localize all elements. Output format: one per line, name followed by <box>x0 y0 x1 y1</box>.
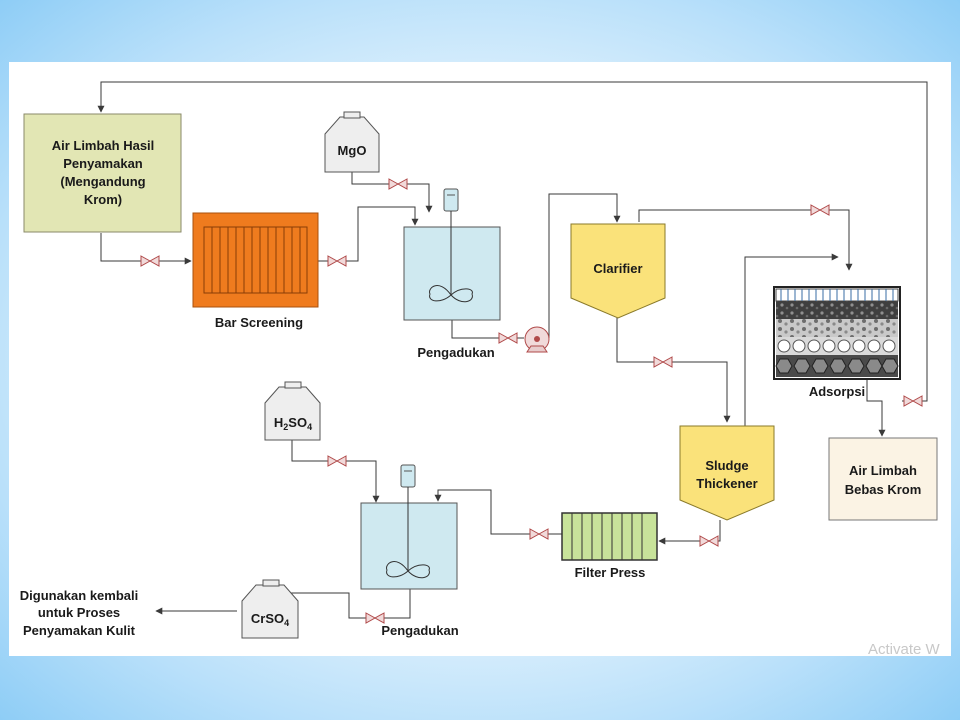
activation-watermark: Activate W <box>868 641 940 658</box>
valve-icon <box>529 528 549 540</box>
adsorption-to-treated-line <box>866 380 886 437</box>
crso4-label: CrSO4 <box>251 611 289 628</box>
h2so4-container: H2SO4 <box>264 381 321 441</box>
filter-press-label: Filter Press <box>575 565 646 580</box>
mixing-tank-bottom: Pengadukan <box>360 464 459 638</box>
valve-icon <box>327 255 347 267</box>
bar-screening-unit: Bar Screening <box>192 212 319 330</box>
source-label-line-2: Penyamakan <box>63 156 143 171</box>
clarifier-unit: Clarifier <box>570 223 666 319</box>
mixer-top-label: Pengadukan <box>417 345 494 360</box>
mgo-to-mixer-line <box>351 172 433 213</box>
clarifier-to-thickener-line <box>616 318 731 423</box>
filter-to-mixer-line <box>434 489 562 535</box>
adsorption-column: Adsorpsi <box>773 286 901 399</box>
thickener-to-adsorption-line <box>744 253 839 426</box>
valve-icon <box>498 332 518 344</box>
filter-press-unit: Filter Press <box>561 512 658 580</box>
crso4-container: CrSO4 <box>241 579 299 639</box>
source-wastewater-box: Air Limbah Hasil Penyamakan (Mengandung … <box>23 113 182 233</box>
bar-screening-label: Bar Screening <box>215 315 303 330</box>
valve-icon <box>653 356 673 368</box>
process-flow-diagram: Air Limbah Hasil Penyamakan (Mengandung … <box>20 81 938 639</box>
sludge-thickener-unit: Sludge Thickener <box>679 425 775 521</box>
pump-to-clarifier-line <box>548 193 621 338</box>
reuse-label-line-3: Penyamakan Kulit <box>23 623 136 638</box>
reuse-label-line-2: untuk Proses <box>38 605 120 620</box>
mgo-container: MgO <box>324 111 380 173</box>
clarifier-to-adsorption-line <box>638 209 853 271</box>
reuse-label: Digunakan kembali untuk Proses Penyamaka… <box>20 588 138 638</box>
thickener-label-line-1: Sludge <box>705 458 748 473</box>
valve-icon <box>327 455 347 467</box>
valve-icon <box>140 255 160 267</box>
source-label-line-1: Air Limbah Hasil <box>52 138 155 153</box>
source-label-line-4: Krom) <box>84 192 122 207</box>
thickener-label-line-2: Thickener <box>696 476 757 491</box>
source-to-screen-line <box>100 233 192 265</box>
screen-to-mixer-line <box>318 206 419 262</box>
diagram-canvas: Air Limbah Hasil Penyamakan (Mengandung … <box>9 62 951 656</box>
treated-water-box: Air Limbah Bebas Krom <box>828 437 938 521</box>
clarifier-label: Clarifier <box>593 261 642 276</box>
valve-icon <box>388 178 408 190</box>
valve-icon <box>699 535 719 547</box>
valve-icon <box>365 612 385 624</box>
thickener-to-filter-line <box>658 520 721 545</box>
mixing-tank-top: Pengadukan <box>403 188 501 360</box>
valve-icon <box>810 204 830 216</box>
h2so4-label: H2SO4 <box>274 415 312 432</box>
mixer-bottom-label: Pengadukan <box>381 623 458 638</box>
valves <box>140 178 923 624</box>
h2so4-to-mixer-line <box>291 440 380 503</box>
adsorption-label: Adsorpsi <box>809 384 865 399</box>
treated-label-line-1: Air Limbah <box>849 463 917 478</box>
source-label-line-3: (Mengandung <box>60 174 145 189</box>
pump-icon <box>524 326 550 353</box>
mgo-label: MgO <box>338 143 367 158</box>
reuse-label-line-1: Digunakan kembali <box>20 588 138 603</box>
treated-label-line-2: Bebas Krom <box>845 482 922 497</box>
valve-icon <box>903 395 923 407</box>
